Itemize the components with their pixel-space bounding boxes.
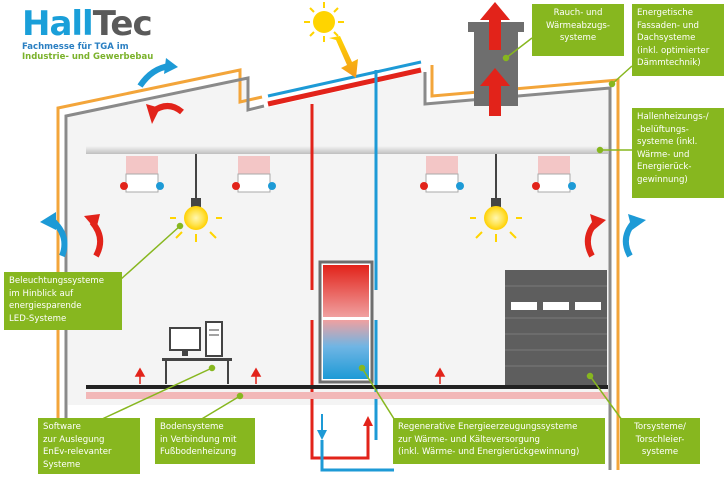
left-wall-arrow-blue: [40, 212, 68, 258]
roof-airflow-arrow-blue: [137, 58, 178, 88]
callout-line: -belüftungs-: [637, 124, 689, 135]
callout-line: EnEv-relevanter: [43, 447, 112, 457]
callout-line: Regenerative Energieerzeugungssysteme: [398, 422, 578, 432]
logo-brand-part1: Hall: [22, 4, 94, 44]
callout-line: Wärme- und: [637, 149, 690, 160]
solar-collector-red: [267, 67, 422, 107]
ceiling-heater-3: [420, 156, 464, 193]
callout-line: Fassaden- und: [637, 20, 700, 31]
callout-line: Software: [43, 422, 81, 432]
computer-workstation-icon: [162, 321, 232, 384]
led-lamp-right-icon: [470, 154, 522, 242]
pipe-arrow-up-red: [363, 416, 373, 440]
callout-line: Hallenheizungs-/: [637, 112, 709, 122]
callout-line: systeme (inkl.: [637, 137, 698, 147]
right-wall-arrow-red: [584, 214, 606, 258]
callout-lighting: Beleuchtungssysteme im Hinblick auf ener…: [4, 272, 122, 330]
callout-smoke-extraction: Rauch- und Wärmeabzugs- systeme: [532, 4, 624, 56]
roof-airflow-arrow-red: [146, 103, 184, 124]
storage-tank-hot: [323, 265, 369, 317]
ceiling-heater-4: [532, 156, 576, 193]
industrial-door: [505, 270, 607, 385]
callout-line: (inkl. optimierter: [637, 45, 710, 56]
left-wall-arrow-red: [84, 214, 104, 258]
callout-line: im Hinblick auf: [9, 288, 74, 299]
logo-wordmark: HallTec: [22, 4, 153, 44]
callout-software: Software zur Auslegung EnEv-relevanter S…: [38, 418, 140, 474]
pipe-arrow-down-blue: [317, 414, 327, 440]
callout-leaders: [99, 37, 633, 423]
logo-subtitle-line2: Industrie- und Gewerbebau: [22, 52, 154, 62]
pipe-blue: [320, 70, 394, 472]
callout-line: Torsysteme/: [634, 422, 686, 432]
sun-icon: [304, 2, 344, 42]
callout-line: Dämmtechnik): [637, 58, 701, 68]
smoke-arrow-lower: [480, 68, 510, 116]
callout-line: Dachsysteme: [637, 33, 696, 43]
ceiling-heater-1: [120, 156, 164, 193]
logo-brand-part2: Tec: [92, 4, 153, 44]
callout-line: Energierück-: [637, 162, 692, 172]
callout-regenerative-energy: Regenerative Energieerzeugungssysteme zu…: [393, 418, 605, 464]
callout-hall-heating: Hallenheizungs-/ -belüftungs- systeme (i…: [632, 108, 724, 198]
callout-line: Rauch- und: [553, 8, 603, 18]
callout-door-systems: Torsysteme/ Torschleier- systeme: [620, 418, 700, 464]
ceiling-heater-2: [232, 156, 276, 193]
sun-ray-arrow: [329, 36, 358, 78]
right-wall-arrow-blue: [622, 214, 646, 258]
building-interior: [68, 72, 610, 405]
logo-subtitle-line1: Fachmesse für TGA im: [22, 42, 129, 52]
floor-heating-layer: [86, 392, 608, 399]
led-lamp-left-icon: [170, 154, 222, 242]
callout-facade-roof: Energetische Fassaden- und Dachsysteme (…: [632, 4, 724, 76]
callout-line: Systeme: [43, 459, 81, 470]
smoke-arrow-upper: [480, 2, 510, 50]
callout-line: systeme: [559, 33, 597, 43]
solar-collector-blue: [267, 60, 422, 98]
callout-line: Wärmeabzugs-: [546, 20, 610, 31]
floor-slab: [86, 385, 608, 389]
callout-line: Energetische: [637, 8, 693, 18]
callout-line: in Verbindung mit: [160, 434, 237, 445]
callout-floor-systems: Bodensysteme in Verbindung mit Fußbodenh…: [155, 418, 255, 464]
callout-line: Fußbodenheizung: [160, 447, 237, 457]
callout-line: zur Wärme- und Kälteversorgung: [398, 434, 541, 445]
callout-line: gewinnung): [637, 174, 688, 185]
halltec-logo: HallTec Fachmesse für TGA im Industrie- …: [22, 4, 154, 62]
callout-line: zur Auslegung: [43, 434, 105, 445]
callout-line: Bodensysteme: [160, 422, 224, 432]
callout-line: (inkl. Wärme- und Energierückgewinnung): [398, 447, 580, 457]
ventilation-duct: [86, 146, 608, 154]
callout-line: energiesparende: [9, 301, 82, 311]
callout-line: Beleuchtungssysteme: [9, 276, 105, 286]
callout-line: LED-Systeme: [9, 313, 67, 324]
callout-line: systeme: [641, 447, 679, 457]
callout-line: Torschleier-: [635, 434, 685, 445]
